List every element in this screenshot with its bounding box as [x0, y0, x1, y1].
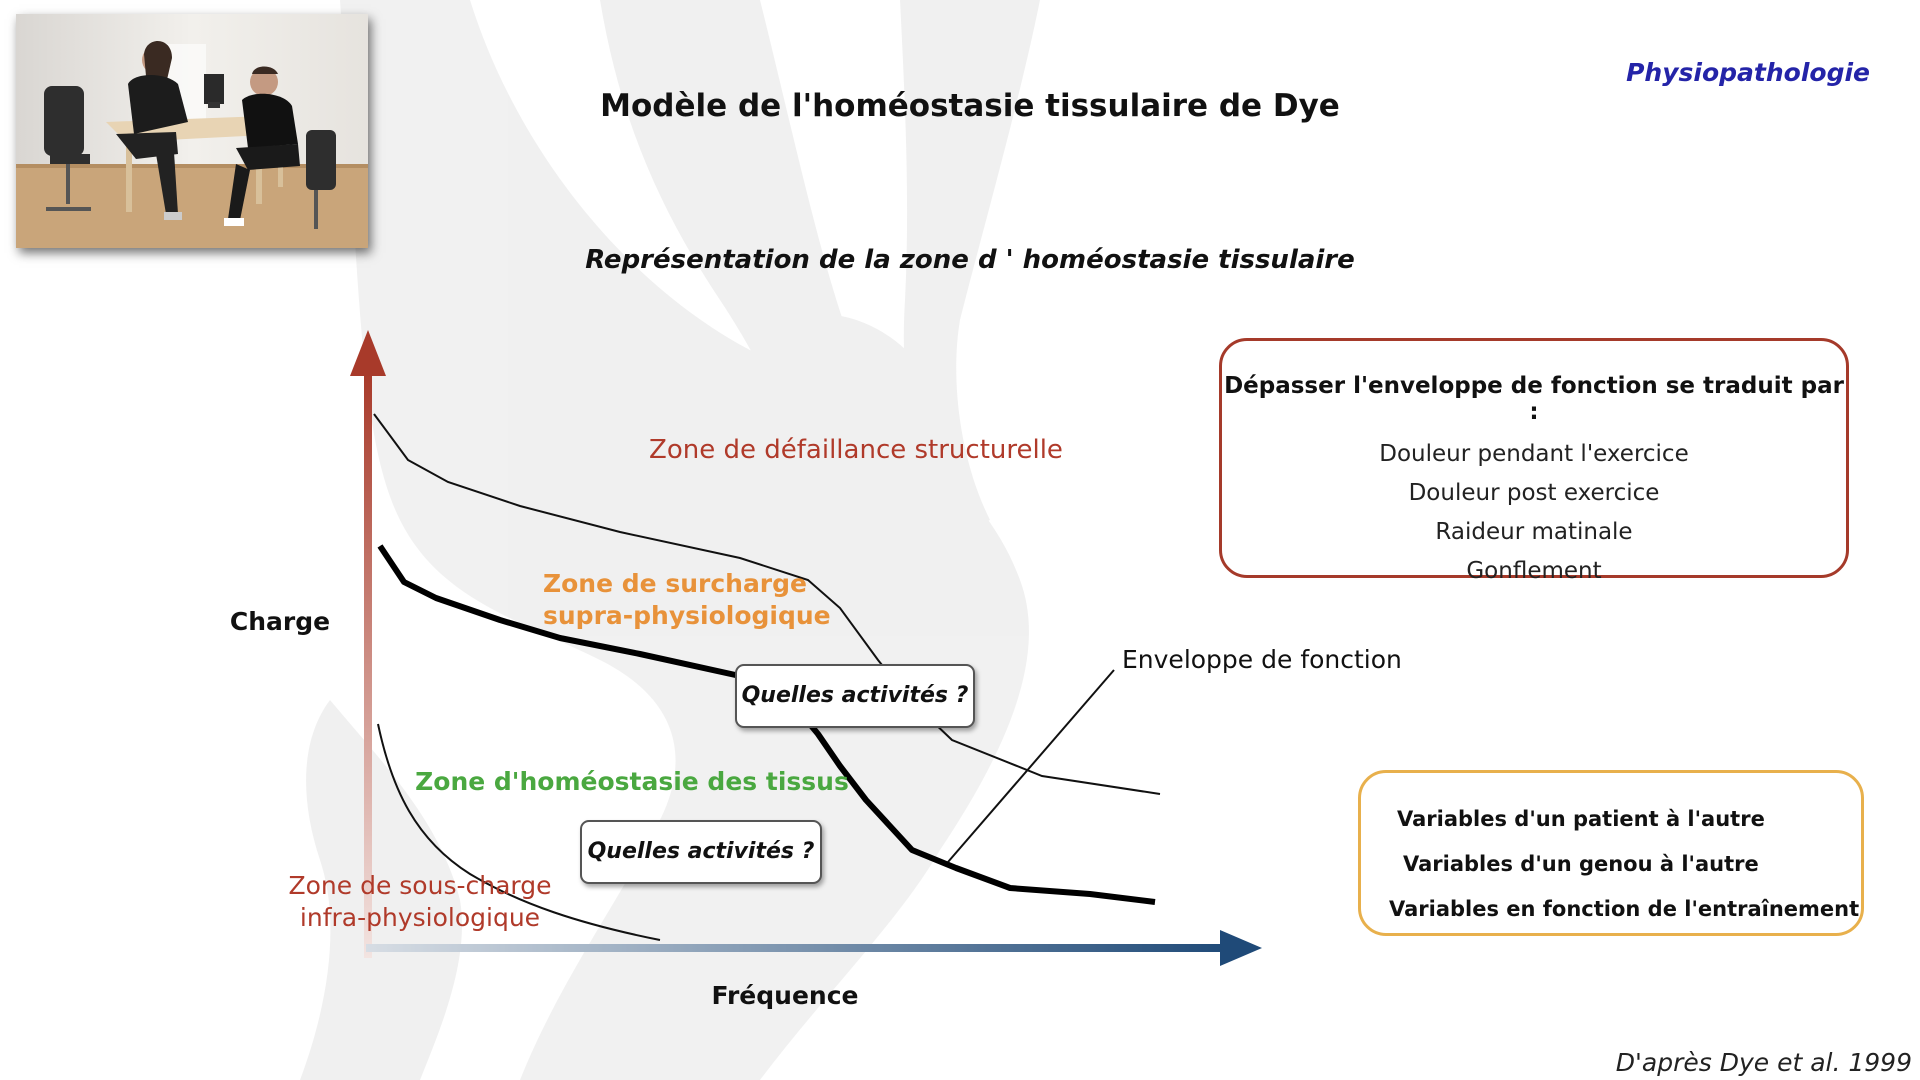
- envelope-exceeded-heading: Dépasser l'enveloppe de fonction se trad…: [1224, 373, 1844, 425]
- y-axis-label: Charge: [230, 607, 330, 636]
- infra-load-curve: [377, 723, 661, 941]
- consultation-scene-image: [16, 14, 368, 248]
- zone-supra-label-line2: supra-physiologique: [543, 601, 831, 630]
- symptom-item: Gonflement: [1466, 558, 1602, 584]
- activities-upper-box: Quelles activités ?: [735, 664, 975, 728]
- variability-item: Variables d'un patient à l'autre: [1397, 807, 1765, 831]
- zone-infra-label-line1: Zone de sous-charge: [288, 871, 551, 900]
- envelope-pointer-line: [947, 669, 1115, 863]
- y-axis-arrowhead: [350, 330, 386, 376]
- x-axis-label: Fréquence: [712, 981, 859, 1010]
- symptom-item: Douleur pendant l'exercice: [1379, 441, 1689, 467]
- variability-box: Variables d'un patient à l'autre Variabl…: [1358, 770, 1864, 936]
- zone-infra-label-line2: infra-physiologique: [300, 903, 540, 932]
- envelope-exceeded-box: Dépasser l'enveloppe de fonction se trad…: [1219, 338, 1849, 584]
- envelope-of-function-label: Enveloppe de fonction: [1122, 645, 1402, 674]
- variability-item: Variables en fonction de l'entraînement: [1389, 897, 1860, 921]
- x-axis: [366, 944, 1228, 952]
- activities-lower-box: Quelles activités ?: [580, 820, 822, 884]
- zone-homeostasis-label: Zone d'homéostasie des tissus: [415, 767, 849, 796]
- slide-title: Modèle de l'homéostasie tissulaire de Dy…: [600, 88, 1340, 124]
- structural-failure-curve: [373, 413, 1161, 795]
- section-tag: Physiopathologie: [1626, 58, 1870, 87]
- y-axis: [364, 372, 372, 958]
- slide-subtitle: Représentation de la zone d ' homéostasi…: [585, 245, 1355, 275]
- zone-supra-label-line1: Zone de surcharge: [543, 569, 807, 598]
- video-thumbnail[interactable]: [16, 14, 368, 248]
- source-credit: D'après Dye et al. 1999: [1615, 1048, 1912, 1077]
- zone-structural-failure-label: Zone de défaillance structurelle: [649, 435, 1063, 465]
- symptom-item: Raideur matinale: [1435, 519, 1633, 545]
- symptom-item: Douleur post exercice: [1408, 480, 1660, 506]
- x-axis-arrowhead: [1220, 930, 1262, 966]
- variability-item: Variables d'un genou à l'autre: [1403, 852, 1759, 876]
